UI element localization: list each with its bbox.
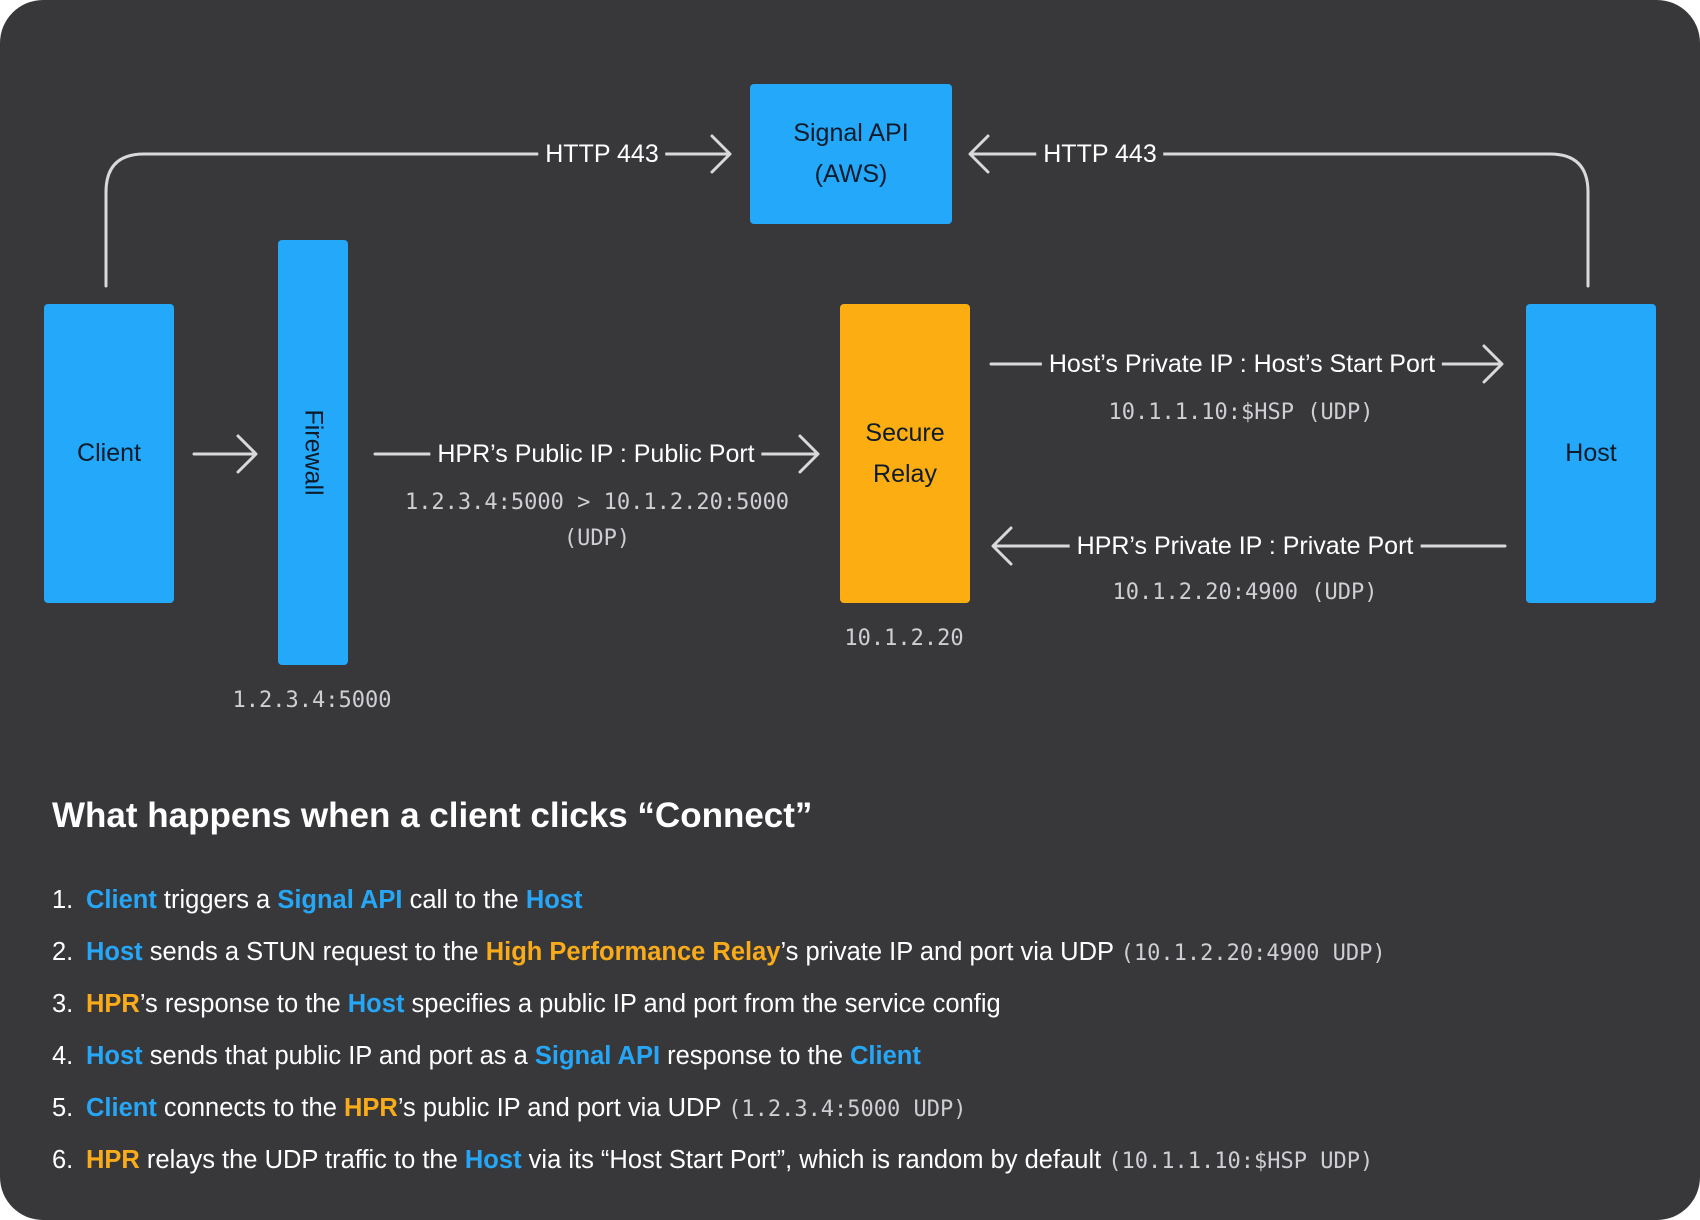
secure-relay-label-line2: Relay — [873, 459, 937, 488]
step-highlight-blue: Signal API — [277, 886, 403, 914]
step-item: 5. Client connects to the HPR’s public IP… — [52, 1082, 1386, 1134]
host-node: Host — [1526, 304, 1656, 603]
relay-address: 10.1.2.20 — [844, 626, 964, 651]
firewall-label: Firewall — [299, 409, 328, 496]
step-code: (10.1.1.10:$HSP UDP) — [1108, 1149, 1374, 1174]
firewall-node: Firewall — [278, 240, 348, 665]
step-number: 6. — [52, 1146, 74, 1174]
step-code: (10.1.2.20:4900 UDP) — [1120, 941, 1386, 966]
signal-api-node: Signal API (AWS) — [750, 84, 952, 224]
step-highlight-blue: Client — [86, 1094, 157, 1122]
step-highlight-orange: HPR — [86, 1146, 140, 1174]
step-number: 3. — [52, 990, 74, 1018]
step-number: 2. — [52, 938, 74, 966]
firewall-to-relay-arrowhead — [798, 434, 820, 474]
firewall-relay-detail-line2: (UDP) — [563, 526, 631, 551]
relay-host-edge-label: Host’s Private IP : Host’s Start Port — [1041, 347, 1443, 381]
relay-host-detail: 10.1.1.10:$HSP (UDP) — [1108, 400, 1374, 425]
client-signal-edge-label: HTTP 443 — [538, 137, 666, 171]
steps-list: 1. Client triggers a Signal API call to t… — [52, 874, 1386, 1186]
step-text: relays the UDP traffic to the — [139, 1146, 465, 1174]
step-text: sends a STUN request to the — [142, 938, 486, 966]
step-number: 4. — [52, 1042, 74, 1070]
step-highlight-orange: HPR — [343, 1094, 398, 1122]
step-number: 1. — [52, 886, 74, 914]
step-text: sends that public IP and port as a — [142, 1042, 535, 1070]
host-to-relay-arrowhead — [991, 526, 1013, 566]
client-label: Client — [77, 439, 141, 467]
step-highlight-orange: HPR — [86, 990, 140, 1018]
step-text: triggers a — [156, 886, 278, 914]
step-text: ’s private IP and port via UDP — [780, 938, 1121, 966]
step-item: 6. HPR relays the UDP traffic to the Host… — [52, 1134, 1386, 1186]
section-heading: What happens when a client clicks “Conne… — [52, 796, 813, 835]
firewall-relay-detail-line1: 1.2.3.4:5000 > 10.1.2.20:5000 — [404, 490, 790, 515]
step-item: 1. Client triggers a Signal API call to t… — [52, 874, 1386, 926]
step-highlight-blue: Signal API — [534, 1042, 661, 1070]
secure-relay-label-line1: Secure — [865, 418, 945, 447]
host-label: Host — [1565, 439, 1617, 467]
step-text: ’s response to the — [139, 990, 348, 1018]
step-highlight-blue: Host — [464, 1146, 522, 1174]
step-highlight-blue: Host — [86, 1042, 143, 1070]
step-text: via its “Host Start Port”, which is rand… — [521, 1146, 1109, 1174]
firewall-address: 1.2.3.4:5000 — [232, 688, 392, 713]
step-highlight-blue: Host — [525, 886, 583, 914]
client-to-signal-line — [104, 152, 730, 288]
host-relay-edge-label: HPR’s Private IP : Private Port — [1069, 529, 1421, 563]
step-highlight-blue: Host — [347, 990, 405, 1018]
step-highlight-blue: Client — [850, 1042, 921, 1070]
step-highlight-blue: Host — [86, 938, 143, 966]
signal-api-label: Signal API — [793, 119, 909, 147]
host-to-signal-arrowhead — [968, 134, 990, 174]
host-relay-detail: 10.1.2.20:4900 (UDP) — [1112, 580, 1378, 605]
step-number: 5. — [52, 1094, 74, 1122]
host-to-signal-line — [970, 152, 1590, 288]
relay-to-host-arrowhead — [1482, 344, 1504, 384]
step-text: call to the — [402, 886, 526, 914]
secure-relay-node: Secure Relay — [840, 304, 970, 603]
signal-api-sublabel: (AWS) — [814, 160, 888, 188]
step-item: 3. HPR’s response to the Host specifies a… — [52, 978, 1386, 1030]
step-highlight-blue: Client — [86, 886, 157, 914]
step-item: 2. Host sends a STUN request to the High … — [52, 926, 1386, 978]
client-to-firewall-arrowhead — [236, 434, 258, 474]
step-text: specifies a public IP and port from the … — [404, 990, 1001, 1018]
step-text: ’s public IP and port via UDP — [397, 1094, 729, 1122]
step-text: response to the — [660, 1042, 851, 1070]
step-item: 4. Host sends that public IP and port as … — [52, 1030, 1386, 1082]
host-signal-edge-label: HTTP 443 — [1036, 137, 1164, 171]
step-code: (1.2.3.4:5000 UDP) — [728, 1097, 967, 1122]
client-to-signal-arrowhead — [710, 134, 732, 174]
step-text: connects to the — [156, 1094, 344, 1122]
step-highlight-orange: High Performance Relay — [485, 938, 781, 966]
client-node: Client — [44, 304, 174, 603]
firewall-relay-edge-label: HPR’s Public IP : Public Port — [430, 437, 762, 471]
